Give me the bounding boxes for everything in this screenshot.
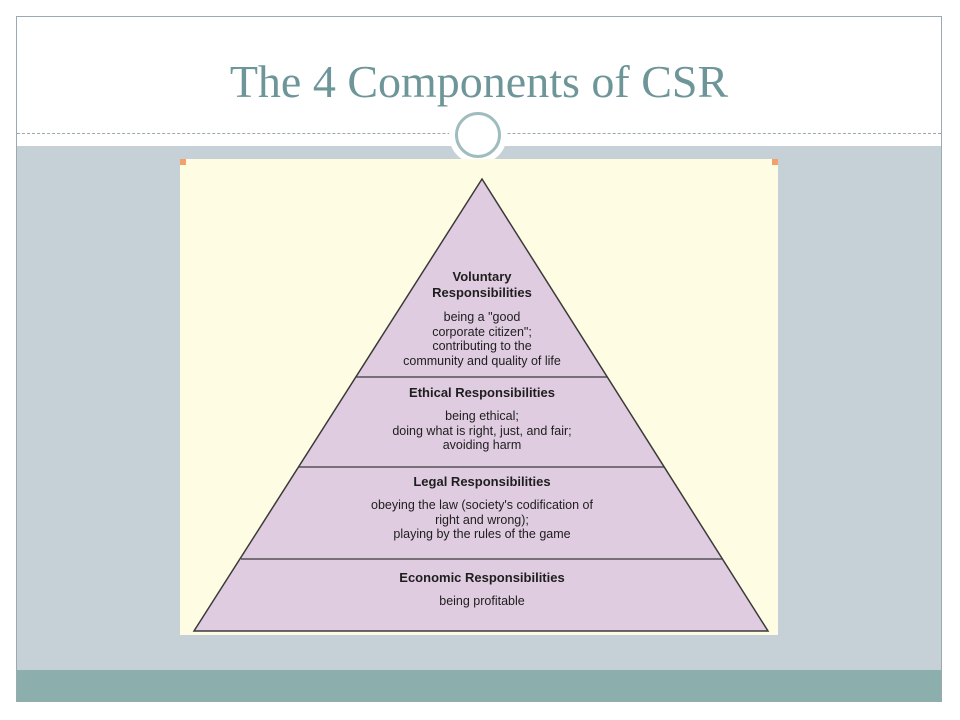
tier-heading: Ethical Responsibilities (409, 385, 555, 400)
slide-title: The 4 Components of CSR (229, 56, 729, 107)
tier-description: obeying the law (society's codification … (371, 498, 593, 541)
pyramid-shape (192, 177, 770, 632)
footer-band (17, 670, 941, 702)
tier-legal: Legal Responsibilities obeying the law (… (312, 474, 652, 542)
tier-heading: Economic Responsibilities (399, 570, 565, 585)
circle-ornament-icon (449, 106, 507, 164)
tier-description: being profitable (439, 594, 525, 608)
tier-heading: Voluntary Responsibilities (432, 269, 532, 300)
circle-ring (455, 112, 501, 158)
pyramid-outline (192, 177, 770, 632)
tier-economic: Economic Responsibilities being profitab… (312, 570, 652, 609)
corner-mark-right (772, 159, 778, 165)
tier-voluntary: Voluntary Responsibilities being a "good… (332, 269, 632, 368)
pyramid-diagram: Voluntary Responsibilities being a "good… (180, 159, 778, 635)
tier-description: being a "good corporate citizen"; contri… (403, 310, 561, 368)
tier-ethical: Ethical Responsibilities being ethical; … (332, 385, 632, 453)
tier-heading: Legal Responsibilities (413, 474, 551, 489)
tier-description: being ethical; doing what is right, just… (392, 409, 572, 452)
corner-mark-left (180, 159, 186, 165)
